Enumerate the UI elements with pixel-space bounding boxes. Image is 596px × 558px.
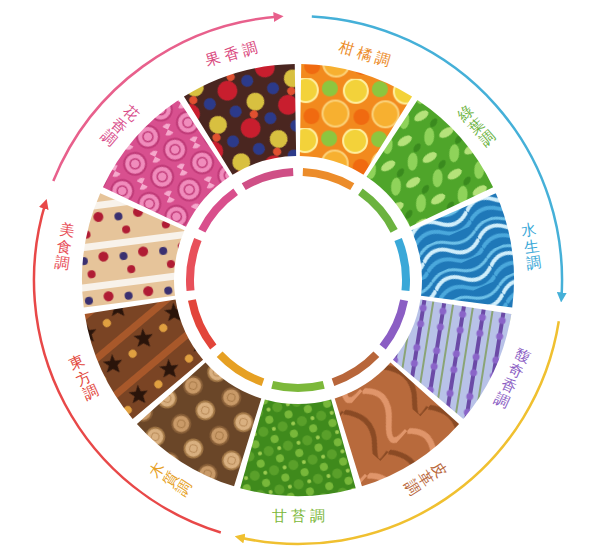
note-label: 東方調 bbox=[66, 352, 100, 403]
note-label: 綠葉調 bbox=[454, 102, 498, 149]
note-name: 綠葉調 bbox=[454, 102, 498, 149]
color-arc bbox=[153, 135, 444, 426]
note-name: 柑橘調 bbox=[333, 36, 397, 70]
note-name: 馥奇香調 bbox=[492, 345, 533, 411]
color-arc bbox=[145, 127, 450, 432]
note-name: 東方調 bbox=[66, 352, 100, 403]
wave-photo bbox=[74, 56, 522, 504]
color-arc bbox=[180, 162, 416, 398]
note-label: 甘苔調 bbox=[268, 507, 329, 525]
spice-photo bbox=[58, 40, 537, 519]
color-arc bbox=[157, 139, 438, 420]
photo-wedges bbox=[58, 40, 538, 520]
note-name: 皮革調 bbox=[401, 459, 451, 498]
color-arc bbox=[167, 149, 428, 410]
rose-photo bbox=[71, 53, 524, 506]
note-name: 木質調 bbox=[146, 459, 196, 498]
color-arc bbox=[146, 128, 449, 431]
note-label: 皮革調 bbox=[401, 459, 451, 498]
note-label: 水生調 bbox=[521, 221, 543, 272]
color-arc bbox=[150, 132, 445, 427]
note-label: 木質調 bbox=[146, 459, 196, 498]
leather-photo bbox=[58, 40, 538, 520]
note-name: 花香調 bbox=[98, 102, 142, 149]
leaf-photo bbox=[62, 44, 533, 515]
note-label: 馥奇香調 bbox=[492, 345, 533, 411]
note-name: 水生調 bbox=[521, 221, 543, 272]
cycle-arrows bbox=[34, 16, 562, 544]
note-label: 果香調 bbox=[200, 36, 264, 70]
note-name: 甘苔調 bbox=[268, 507, 329, 525]
note-label: 柑橘調 bbox=[333, 36, 397, 70]
color-arc bbox=[147, 129, 448, 430]
note-name: 美食調 bbox=[53, 221, 75, 272]
note-name: 果香調 bbox=[200, 36, 264, 70]
color-arc bbox=[172, 154, 424, 406]
inner-ring bbox=[145, 127, 450, 432]
fruit-photo bbox=[64, 46, 532, 514]
note-label: 花香調 bbox=[98, 102, 142, 149]
color-arc bbox=[161, 143, 435, 417]
note-label: 美食調 bbox=[53, 221, 75, 272]
